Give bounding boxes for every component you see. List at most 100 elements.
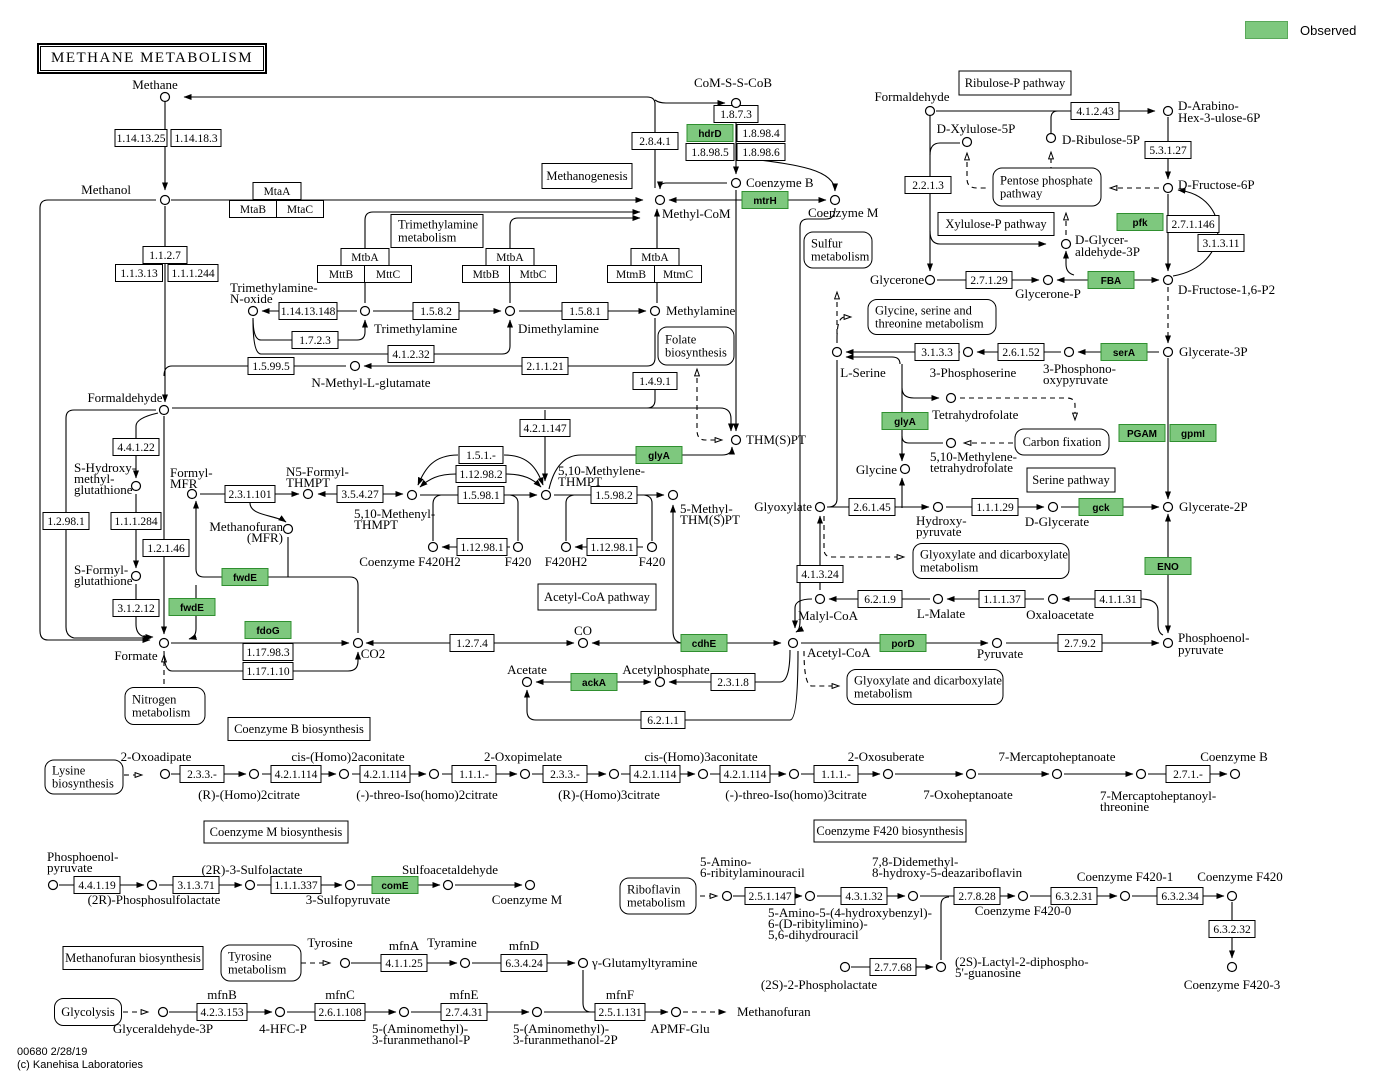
enzyme-box[interactable]: 2.6.1.45 [848, 498, 896, 516]
enzyme-box[interactable]: 1.17.98.3 [242, 643, 294, 661]
enzyme-box[interactable]: 1.1.1.284 [110, 512, 162, 530]
enzyme-box[interactable]: 3.1.3.71 [172, 876, 220, 894]
compound-node[interactable] [248, 768, 260, 780]
compound-node[interactable] [721, 890, 733, 902]
enzyme-box[interactable]: 4.1.1.25 [380, 954, 428, 972]
enzyme-box[interactable]: 2.7.9.2 [1057, 634, 1103, 652]
enzyme-box[interactable]: 1.5.1.- [458, 446, 504, 464]
compound-node[interactable] [1162, 274, 1174, 286]
compound-node[interactable] [831, 346, 843, 358]
compound-node[interactable] [159, 194, 171, 206]
enzyme-box[interactable]: MttB [317, 265, 365, 283]
gene-box-observed[interactable]: mtrH [741, 191, 789, 209]
enzyme-box[interactable]: 1.5.8.1 [561, 302, 609, 320]
compound-node[interactable] [1047, 501, 1059, 513]
compound-node[interactable] [608, 768, 620, 780]
enzyme-box[interactable]: 1.4.9.1 [632, 372, 678, 390]
enzyme-box[interactable]: 6.3.4.24 [500, 954, 548, 972]
enzyme-box[interactable]: 1.1.1.37 [978, 590, 1026, 608]
enzyme-box[interactable]: 1.14.13.148 [278, 302, 338, 320]
gene-box-observed[interactable]: ENO [1144, 557, 1192, 575]
compound-node[interactable] [907, 890, 919, 902]
gene-box-observed[interactable]: fwdE [168, 598, 216, 616]
enzyme-box[interactable]: 1.1.1.- [451, 765, 497, 783]
compound-node[interactable] [406, 489, 418, 501]
compound-node[interactable] [654, 194, 666, 206]
gene-box-observed[interactable]: hdrD [686, 124, 734, 142]
gene-box-observed[interactable]: glyA [881, 412, 929, 430]
compound-node[interactable] [577, 637, 589, 649]
enzyme-box[interactable]: MtbA [630, 248, 680, 266]
pathway-link-box[interactable]: Glycolysis [54, 998, 122, 1026]
compound-node[interactable] [814, 501, 826, 513]
enzyme-box[interactable]: 2.5.1.131 [594, 1003, 646, 1021]
compound-node[interactable] [730, 434, 742, 446]
compound-node[interactable] [359, 305, 371, 317]
compound-node[interactable] [519, 768, 531, 780]
enzyme-box[interactable]: MtbB [462, 265, 510, 283]
compound-node[interactable] [577, 957, 589, 969]
compound-node[interactable] [839, 961, 851, 973]
compound-node[interactable] [1042, 274, 1054, 286]
compound-node[interactable] [1226, 890, 1238, 902]
compound-node[interactable] [47, 879, 59, 891]
enzyme-box[interactable]: 1.2.7.4 [449, 634, 495, 652]
gene-box-observed[interactable]: fdoG [244, 621, 292, 639]
enzyme-box[interactable]: 1.8.98.5 [685, 143, 735, 161]
compound-node[interactable] [991, 637, 1003, 649]
compound-node[interactable] [244, 879, 256, 891]
compound-node[interactable] [654, 676, 666, 688]
compound-node[interactable] [146, 879, 158, 891]
compound-node[interactable] [130, 570, 142, 582]
enzyme-box[interactable]: 1.12.98.2 [455, 465, 507, 483]
enzyme-box[interactable]: 2.7.4.31 [440, 1003, 488, 1021]
pathway-link-box[interactable]: Acetyl-CoA pathway [537, 583, 657, 611]
enzyme-box[interactable]: 3.5.4.27 [336, 485, 384, 503]
enzyme-box[interactable]: 1.8.98.4 [736, 124, 786, 142]
compound-node[interactable] [1119, 890, 1131, 902]
compound-node[interactable] [157, 1006, 169, 1018]
compound-node[interactable] [804, 890, 816, 902]
enzyme-box[interactable]: 2.7.1.29 [965, 271, 1013, 289]
enzyme-box[interactable]: 2.6.1.108 [314, 1003, 366, 1021]
compound-node[interactable] [158, 404, 170, 416]
compound-node[interactable] [1045, 132, 1057, 144]
pathway-link-box[interactable]: Xylulose-P pathway [937, 212, 1055, 236]
enzyme-box[interactable]: 4.4.1.22 [112, 438, 160, 456]
enzyme-box[interactable]: 1.12.98.1 [456, 538, 508, 556]
enzyme-box[interactable]: MtmB [607, 265, 655, 283]
enzyme-box[interactable]: 2.7.1.- [1165, 765, 1211, 783]
enzyme-box[interactable]: 4.1.1.31 [1094, 590, 1142, 608]
enzyme-box[interactable]: 1.5.98.1 [457, 486, 505, 504]
compound-node[interactable] [829, 194, 841, 206]
enzyme-box[interactable]: 1.2.98.1 [42, 512, 90, 530]
compound-node[interactable] [352, 637, 364, 649]
enzyme-box[interactable]: MtaB [229, 200, 277, 218]
pathway-link-box[interactable]: Methanofuran biosynthesis [62, 946, 204, 970]
enzyme-box[interactable]: 4.3.1.32 [840, 887, 888, 905]
enzyme-box[interactable]: MtaC [276, 200, 324, 218]
gene-box-observed[interactable]: glyA [635, 446, 683, 464]
enzyme-box[interactable]: 6.3.2.34 [1156, 887, 1204, 905]
pathway-link-box[interactable]: Coenzyme B biosynthesis [227, 717, 371, 741]
pathway-link-box[interactable]: Coenzyme F420 biosynthesis [813, 819, 967, 843]
compound-node[interactable] [814, 593, 826, 605]
compound-node[interactable] [339, 957, 351, 969]
gene-box-observed[interactable]: cdhE [680, 634, 728, 652]
compound-node[interactable] [1226, 961, 1238, 973]
compound-node[interactable] [1162, 105, 1174, 117]
compound-node[interactable] [1060, 238, 1072, 250]
enzyme-box[interactable]: 1.5.99.5 [247, 357, 295, 375]
compound-node[interactable] [730, 97, 742, 109]
enzyme-box[interactable]: 2.3.1.8 [710, 673, 756, 691]
compound-node[interactable] [540, 489, 552, 501]
enzyme-box[interactable]: 1.1.1.- [813, 765, 859, 783]
gene-box-observed[interactable]: serA [1100, 343, 1148, 361]
enzyme-box[interactable]: 1.5.8.2 [412, 302, 460, 320]
gene-box-observed[interactable]: porD [879, 634, 927, 652]
